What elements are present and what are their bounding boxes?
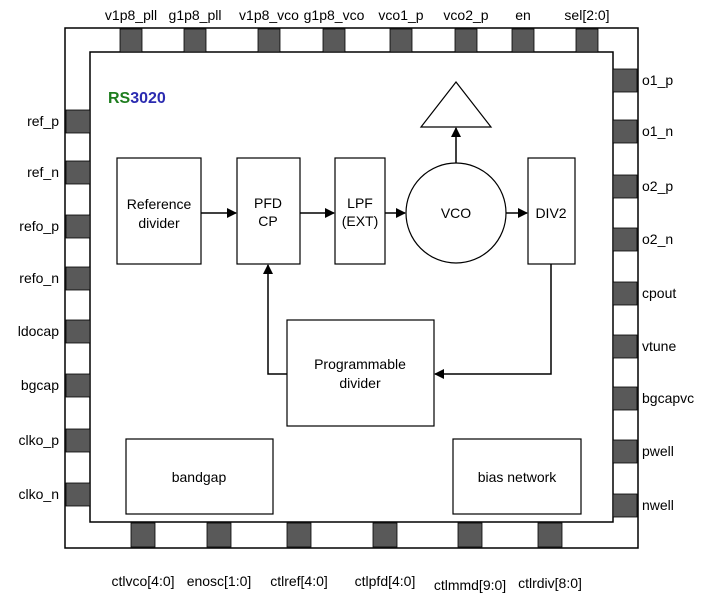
pad-refo-p xyxy=(65,214,91,239)
pin-label-g1p8-vco: g1p8_vco xyxy=(304,7,365,23)
logo-number: 3020 xyxy=(130,90,166,107)
pad-bgcap xyxy=(65,373,91,398)
pad-enosc-1-0 xyxy=(206,522,232,548)
pad-o2-p xyxy=(612,174,638,199)
programmable-divider-label-1: Programmable xyxy=(314,356,406,372)
logo-prefix: RS xyxy=(108,90,131,107)
pin-label-ctlvco-4-0: ctlvco[4:0] xyxy=(111,573,174,589)
lpf-block xyxy=(334,157,386,265)
pin-label-ldocap: ldocap xyxy=(18,323,59,339)
pfd-label: PFD xyxy=(254,195,282,211)
arrow-prog-divider-to-pfd xyxy=(263,264,287,375)
vco-label: VCO xyxy=(441,205,471,221)
pin-label-g1p8-pll: g1p8_pll xyxy=(169,7,222,23)
pin-label-nwell: nwell xyxy=(642,497,674,513)
lpf-ext-label: (EXT) xyxy=(342,213,379,229)
pin-label-clko-p: clko_p xyxy=(19,432,60,448)
pad-v1p8-vco xyxy=(257,28,281,53)
pin-label-v1p8-vco: v1p8_vco xyxy=(239,7,299,23)
pin-label-ctlmmd-9-0: ctlmmd[9:0] xyxy=(434,577,506,593)
pad-pwell xyxy=(612,439,638,464)
arrow-div2-to-prog-divider xyxy=(434,264,552,379)
pin-label-clko-n: clko_n xyxy=(19,486,59,502)
pad-ring: v1p8_pll g1p8_pll v1p8_vco g1p8_vco vco1_p vc… xyxy=(18,7,694,593)
pad-ctlpfd-4-0 xyxy=(372,522,398,548)
pad-v1p8-pll xyxy=(119,28,143,53)
lpf-label: LPF xyxy=(347,195,373,211)
pad-ctlrdiv-8-0 xyxy=(537,522,563,548)
pad-clko-p xyxy=(65,428,91,453)
pin-label-v1p8-pll: v1p8_pll xyxy=(105,7,157,23)
pad-o1-p xyxy=(612,68,638,93)
pad-en xyxy=(511,28,535,53)
pad-vco1-p xyxy=(389,28,413,53)
chip-outer-boundary xyxy=(64,27,639,549)
pin-label-o2-n: o2_n xyxy=(642,231,673,247)
pad-ref-n xyxy=(65,160,91,185)
pad-sel-2-0 xyxy=(575,28,599,53)
div2-label: DIV2 xyxy=(535,205,566,221)
bias-network-label: bias network xyxy=(478,469,558,485)
pad-ctlref-4-0 xyxy=(286,522,312,548)
chip-logo: RS3020 xyxy=(108,90,166,107)
pad-nwell xyxy=(612,493,638,518)
pin-label-sel-2-0: sel[2:0] xyxy=(564,7,609,23)
pin-label-o1-p: o1_p xyxy=(642,72,673,88)
pin-label-ctlpfd-4-0: ctlpfd[4:0] xyxy=(355,573,416,589)
pad-o2-n xyxy=(612,227,638,252)
pin-label-enosc-1-0: enosc[1:0] xyxy=(187,573,252,589)
pin-label-ref-n: ref_n xyxy=(27,164,59,180)
pin-label-vco2-p: vco2_p xyxy=(443,7,488,23)
programmable-divider-block xyxy=(286,319,435,427)
pad-g1p8-pll xyxy=(183,28,207,53)
pin-label-refo-n: refo_n xyxy=(19,270,59,286)
pad-ctlvco-4-0 xyxy=(130,522,156,548)
pad-vtune xyxy=(612,334,638,359)
pin-label-ctlref-4-0: ctlref[4:0] xyxy=(270,573,328,589)
pad-o1-n xyxy=(612,119,638,144)
pin-label-o1-n: o1_n xyxy=(642,123,673,139)
reference-divider-label-2: divider xyxy=(138,215,180,231)
pad-g1p8-vco xyxy=(322,28,346,53)
pad-vco2-p xyxy=(454,28,478,53)
pad-ctlmmd-9-0 xyxy=(457,522,483,548)
pin-label-refo-p: refo_p xyxy=(19,218,59,234)
pin-label-ref-p: ref_p xyxy=(27,113,59,129)
reference-divider-block xyxy=(116,157,202,265)
programmable-divider-label-2: divider xyxy=(339,375,381,391)
bandgap-block xyxy=(125,438,274,515)
output-buffer-triangle xyxy=(419,81,493,128)
pad-ldocap xyxy=(65,319,91,344)
pad-clko-n xyxy=(65,482,91,507)
pin-label-pwell: pwell xyxy=(642,443,674,459)
pin-label-o2-p: o2_p xyxy=(642,178,673,194)
reference-divider-label-1: Reference xyxy=(127,196,192,212)
pad-ref-p xyxy=(65,109,91,134)
pin-label-cpout: cpout xyxy=(642,285,676,301)
pin-label-bgcapvc: bgcapvc xyxy=(642,390,694,406)
cp-label: CP xyxy=(258,213,277,229)
div2-block xyxy=(527,157,576,265)
pad-refo-n xyxy=(65,266,91,291)
pad-bgcapvc xyxy=(612,386,638,411)
pfd-cp-block xyxy=(236,157,301,265)
pin-label-bgcap: bgcap xyxy=(21,377,59,393)
pad-cpout xyxy=(612,281,638,306)
bias-network-block xyxy=(452,438,582,515)
pin-label-ctlrdiv-8-0: ctlrdiv[8:0] xyxy=(518,575,582,591)
pin-label-vco1-p: vco1_p xyxy=(378,7,423,23)
pin-label-en: en xyxy=(515,7,531,23)
bandgap-label: bandgap xyxy=(172,469,227,485)
pin-label-vtune: vtune xyxy=(642,338,676,354)
